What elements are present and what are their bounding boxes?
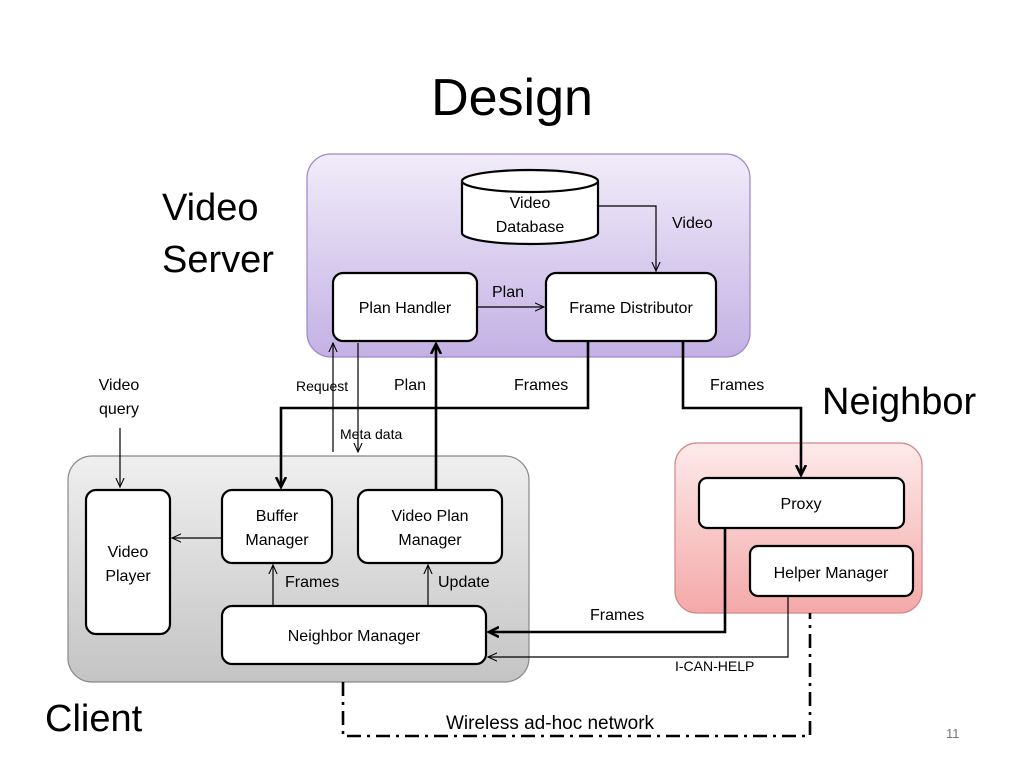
frame-distributor-node: Frame Distributor — [544, 271, 718, 343]
client-label: Client — [45, 698, 143, 740]
frames-to-proxy-label: Frames — [710, 377, 764, 394]
frame-distributor-label: Frame Distributor — [569, 300, 693, 317]
video-plan-manager-node: Video Plan Manager — [356, 488, 504, 565]
db-to-distributor-label: Video — [672, 215, 713, 232]
video-player-label: Video — [108, 544, 149, 561]
frames-proxy-to-nm-edge — [489, 528, 727, 632]
video-plan-manager-label-line2: Manager — [398, 532, 462, 549]
frames-to-buffer-edge — [281, 341, 590, 487]
buffer-manager-label-line2: Manager — [245, 532, 309, 549]
frames-proxy-to-nm-label: Frames — [590, 607, 644, 624]
helper-manager-label: Helper Manager — [774, 565, 889, 582]
video-query-label: Video — [99, 377, 140, 394]
db-to-distributor-edge — [598, 205, 656, 271]
frames-to-proxy-edge — [681, 341, 801, 475]
proxy-node: Proxy — [697, 476, 906, 530]
slide-title: Design — [431, 69, 593, 127]
neighbor-manager-node: Neighbor Manager — [220, 604, 488, 666]
buffer-manager-label: Buffer — [256, 508, 299, 525]
video-database-label-line2: Database — [496, 219, 565, 236]
video-player-node: Video Player — [84, 488, 172, 636]
proxy-label: Proxy — [781, 496, 822, 513]
video-server-label: Video — [162, 187, 259, 229]
video-database-node: Video Database — [460, 168, 600, 246]
wireless-network-label: Wireless ad-hoc network — [446, 713, 655, 734]
plan-handler-node: Plan Handler — [331, 271, 479, 343]
i-can-help-edge — [488, 596, 789, 657]
video-query-label-line2: query — [99, 401, 139, 418]
plan-up-label: Plan — [394, 377, 426, 394]
neighbor-label: Neighbor — [822, 381, 977, 423]
update-label: Update — [438, 574, 490, 591]
buffer-manager-node: Buffer Manager — [220, 488, 334, 565]
handler-to-distributor-label: Plan — [492, 284, 524, 301]
neighbor-manager-label: Neighbor Manager — [288, 628, 421, 645]
helper-manager-node: Helper Manager — [748, 544, 915, 598]
frames-to-buffer-label: Frames — [514, 377, 568, 394]
request-label: Request — [296, 378, 348, 394]
page-number: 11 — [946, 726, 960, 741]
video-database-label: Video — [510, 195, 551, 212]
wireless-network-link — [341, 613, 812, 738]
i-can-help-label: I-CAN-HELP — [675, 658, 754, 674]
video-plan-manager-label: Video Plan — [391, 508, 468, 525]
plan-handler-label: Plan Handler — [359, 300, 452, 317]
meta-data-label: Meta data — [340, 426, 402, 442]
video-player-label-line2: Player — [105, 568, 151, 585]
video-server-label-line2: Server — [162, 239, 274, 281]
frames-nm-to-buffer-label: Frames — [285, 574, 339, 591]
